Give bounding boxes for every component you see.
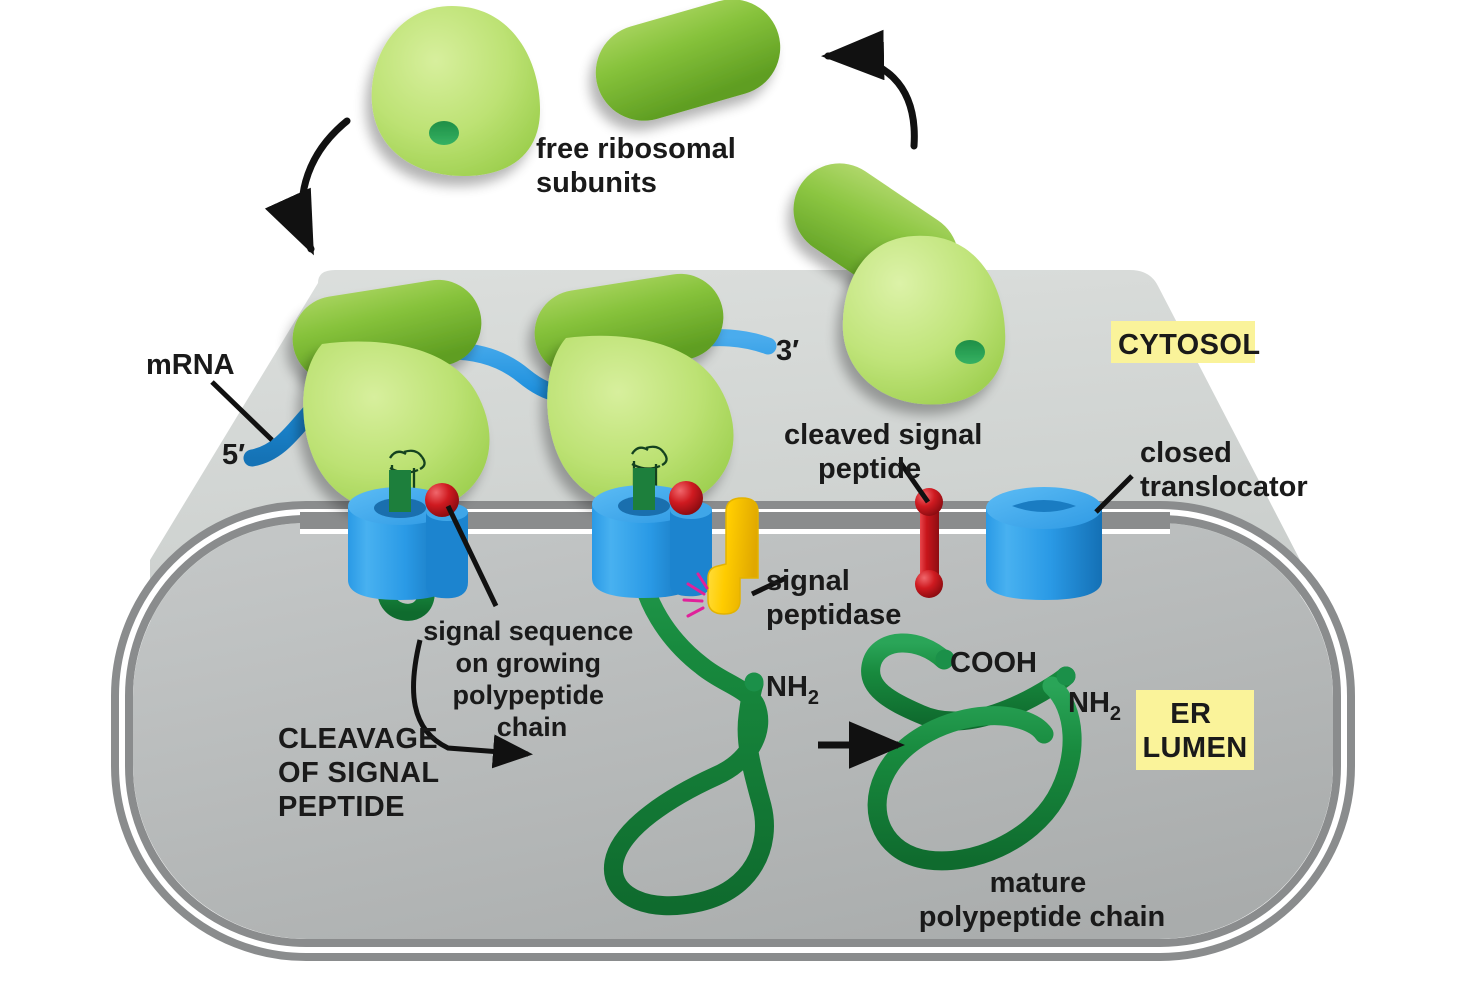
cleavage-burst-icon: [682, 572, 709, 618]
arrow-subunit-recycle-down: [264, 117, 351, 256]
leader-line-signal-peptidase: [750, 575, 788, 597]
arrow-cleavage-callout: [410, 639, 533, 769]
label-cooh: COOH: [950, 647, 1037, 679]
label-3-prime: 3′: [776, 335, 799, 367]
signal-sequence-red-ball-second: [669, 481, 703, 515]
label-mature-polypeptide-chain: mature polypeptide chain: [919, 867, 1166, 933]
label-cytosol: CYTOSOL: [1118, 329, 1260, 361]
label-mrna: mRNA: [146, 349, 235, 381]
leader-line-mrna: [210, 380, 274, 442]
leader-line-closed-translocator: [1094, 474, 1134, 514]
signal-sequence-red-ball-first: [425, 483, 459, 517]
ribosome-bound-first: [292, 279, 490, 515]
ribosome-small-subunit-recycling: [842, 235, 1006, 405]
label-nh2-mature: NH2: [1068, 687, 1121, 725]
translocator-open-second[interactable]: [592, 468, 712, 598]
leader-line-cleaved-peptide: [897, 460, 931, 504]
nascent-polypeptide-chain: [603, 482, 774, 916]
signal-peptidase[interactable]: [707, 497, 759, 615]
label-closed-translocator: closed translocator: [1140, 437, 1308, 503]
arrow-subunit-release-up: [821, 29, 918, 150]
translocator-open-first[interactable]: [348, 470, 468, 600]
label-signal-sequence: signal sequence on growing polypeptide c…: [423, 616, 641, 742]
translocator-closed[interactable]: [986, 487, 1102, 600]
label-cleavage-of-signal-peptide: CLEAVAGE OF SIGNAL PEPTIDE: [278, 723, 447, 823]
leader-line-signal-sequence: [445, 504, 499, 608]
ribosome-large-subunit-free: [595, 0, 781, 121]
mature-polypeptide-chain: [861, 633, 1082, 871]
status-badge-er-lumen: ER LUMEN: [1136, 690, 1254, 770]
label-free-ribosomal-subunits: free ribosomal subunits: [536, 133, 744, 199]
status-badge-cytosol: CYTOSOL: [1111, 321, 1260, 363]
label-signal-peptidase: signal peptidase: [766, 565, 901, 631]
ribosome-small-subunit-free: [371, 6, 540, 176]
ribosome-bound-second: [534, 273, 734, 511]
label-nh2-nascent: NH2: [766, 671, 819, 709]
label-er-lumen: ER LUMEN: [1142, 698, 1247, 764]
label-5-prime: 5′: [222, 439, 245, 471]
label-cleaved-signal-peptide: cleaved signal peptide: [784, 419, 990, 485]
